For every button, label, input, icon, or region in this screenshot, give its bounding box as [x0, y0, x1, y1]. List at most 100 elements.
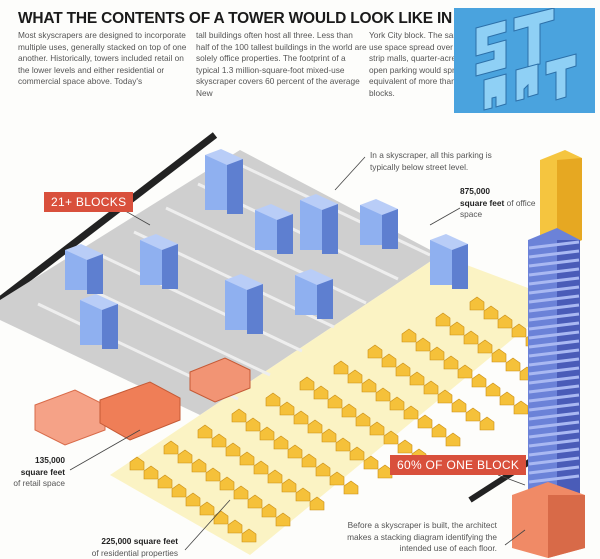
tower-floor-stripe [528, 420, 580, 430]
office-building-roof [360, 199, 398, 215]
tower-floor-stripe [528, 312, 580, 322]
house [143, 465, 159, 480]
house [483, 305, 499, 320]
house [281, 478, 297, 493]
house [261, 503, 277, 518]
house [313, 385, 329, 400]
tower-floor-stripe [528, 447, 580, 457]
house [239, 451, 255, 466]
office-building [65, 250, 87, 290]
tower-floor-stripe [528, 321, 580, 331]
house [469, 296, 485, 311]
tower-floor-stripe [528, 285, 580, 295]
house [129, 456, 145, 471]
house [259, 426, 275, 441]
house [429, 346, 445, 361]
office-building-side [102, 304, 118, 349]
house [247, 494, 263, 509]
tower-floor-stripe [528, 303, 580, 313]
office-building [255, 210, 277, 250]
retail-amount: 135,000 [35, 455, 65, 465]
house [497, 314, 513, 329]
office-building [300, 200, 322, 250]
office-building-roof [430, 234, 468, 250]
house [415, 337, 431, 352]
office-building-roof [295, 269, 333, 285]
start-blocks-icon [475, 7, 577, 111]
residential-amount: 225,000 square feet [101, 536, 178, 546]
house [309, 496, 325, 511]
tower-floor-stripe [528, 429, 580, 439]
house [227, 519, 243, 534]
house [177, 449, 193, 464]
house [369, 421, 385, 436]
tower-floor-stripe [528, 339, 580, 349]
house [315, 462, 331, 477]
office-building-side [452, 244, 468, 289]
intro-column-1: Most skyscrapers are designed to incorpo… [18, 30, 187, 87]
tower-floor-stripe [528, 240, 580, 250]
tower-floor-stripe [528, 348, 580, 358]
office-building-roof [225, 274, 263, 290]
parking-aisle [69, 278, 271, 377]
house [273, 435, 289, 450]
tower-floor-stripe [528, 294, 580, 304]
office-note: 875,000 square feet of office space [460, 186, 540, 221]
house [287, 444, 303, 459]
house [445, 432, 461, 447]
house [389, 396, 405, 411]
tower-floor-stripe [528, 465, 580, 475]
tower-floor-stripe [528, 438, 580, 448]
house [279, 401, 295, 416]
house [381, 353, 397, 368]
house [341, 403, 357, 418]
tower-floor-stripe [528, 258, 580, 268]
house [321, 428, 337, 443]
office-building [205, 155, 227, 210]
office-building [430, 240, 452, 285]
house [231, 408, 247, 423]
tower-floor-stripe [528, 267, 580, 277]
house [363, 455, 379, 470]
tower-floor-stripe [528, 249, 580, 259]
residential-note: 225,000 square feet of residential prope… [60, 536, 178, 559]
house [163, 440, 179, 455]
house [307, 419, 323, 434]
house [431, 423, 447, 438]
office-buildings [65, 149, 468, 349]
one-block-tag: 60% OF ONE BLOCK [390, 455, 527, 475]
house [301, 453, 317, 468]
house [449, 321, 465, 336]
tower-floor-stripe [528, 402, 580, 412]
house [275, 512, 291, 527]
house [463, 330, 479, 345]
house [333, 360, 349, 375]
house [205, 467, 221, 482]
house [197, 424, 213, 439]
house [417, 414, 433, 429]
house [367, 344, 383, 359]
house [435, 312, 451, 327]
intro-column-3: York City block. The same amount of mixe… [369, 30, 533, 98]
house [375, 387, 391, 402]
house [191, 458, 207, 473]
house [327, 394, 343, 409]
office-building-side [317, 279, 333, 319]
house [355, 412, 371, 427]
office-building-side [227, 159, 243, 214]
house [199, 501, 215, 516]
house [241, 528, 257, 543]
office-building-side [322, 204, 338, 254]
office-unit: square feet [460, 197, 505, 208]
house [295, 487, 311, 502]
parking-note: In a skyscraper, all this parking is typ… [370, 150, 492, 172]
house [451, 398, 467, 413]
house [267, 469, 283, 484]
retail-note: 135,000 square feet of retail space [10, 455, 65, 490]
house [395, 362, 411, 377]
office-building [80, 300, 102, 345]
office-building-side [87, 254, 103, 294]
office-building-roof [205, 149, 243, 165]
retail-buildings [34, 357, 251, 446]
